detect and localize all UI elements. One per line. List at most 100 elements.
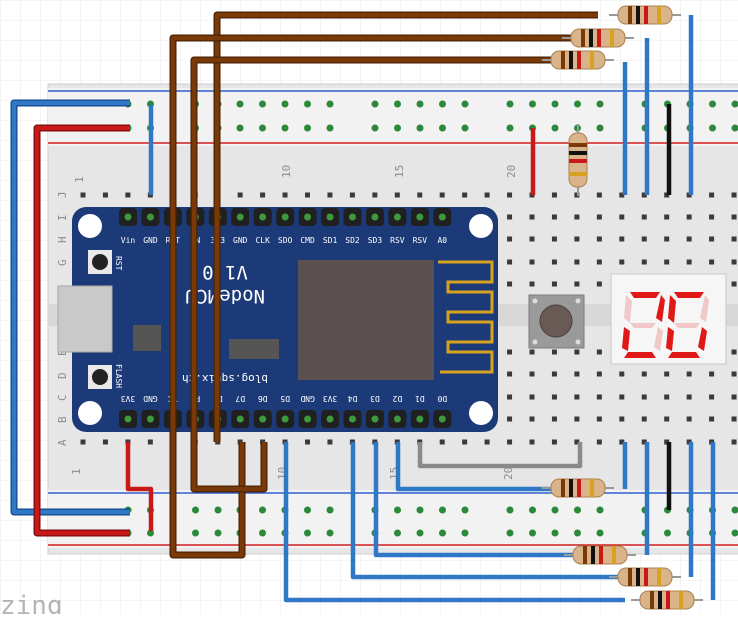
breadboard-hole	[664, 237, 669, 242]
usb-uart-chip	[229, 339, 279, 359]
pin-hole	[259, 214, 266, 221]
breadboard-hole	[597, 193, 602, 198]
breadboard-hole	[642, 372, 647, 377]
rail-hole	[304, 507, 311, 514]
pin-label: CMD	[300, 236, 315, 245]
pin-label: D5	[280, 394, 290, 403]
breadboard-hole	[507, 372, 512, 377]
breadboard-hole	[642, 260, 647, 265]
breadboard-hole	[372, 193, 377, 198]
rail-hole	[417, 101, 424, 108]
breadboard-hole	[283, 193, 288, 198]
push-button[interactable]	[529, 295, 584, 348]
breadboard-hole	[507, 417, 512, 422]
breadboard-hole	[260, 193, 265, 198]
pin-hole	[327, 214, 334, 221]
resistor	[564, 546, 636, 564]
pin-hole	[394, 416, 401, 423]
breadboard-hole	[597, 215, 602, 220]
mount-hole	[78, 401, 102, 425]
pin-label: SDO	[278, 236, 293, 245]
breadboard-hole	[530, 350, 535, 355]
rail-hole	[394, 530, 401, 537]
breadboard-hole	[687, 417, 692, 422]
rail-hole	[552, 530, 559, 537]
breadboard-hole	[507, 260, 512, 265]
seven-segment-display	[611, 274, 726, 364]
breadboard-hole	[709, 237, 714, 242]
rail-hole	[304, 101, 311, 108]
breadboard-hole	[327, 193, 332, 198]
rail-hole	[552, 125, 559, 132]
breadboard-hole	[552, 372, 557, 377]
rail-hole	[237, 125, 244, 132]
breadboard-hole	[125, 193, 130, 198]
rail-hole	[552, 101, 559, 108]
pin-hole	[394, 214, 401, 221]
mount-hole	[78, 214, 102, 238]
breadboard-hole	[485, 193, 490, 198]
pin-hole	[371, 416, 378, 423]
rail-hole	[192, 507, 199, 514]
rail-hole	[417, 530, 424, 537]
pin-hole	[349, 416, 356, 423]
rail-hole	[394, 101, 401, 108]
breadboard-hole	[327, 440, 332, 445]
rail-hole	[327, 125, 334, 132]
resistor	[542, 479, 614, 497]
flash-label: FLASH	[114, 364, 123, 388]
rail-hole	[327, 507, 334, 514]
breadboard-hole	[507, 350, 512, 355]
column-number: 15	[393, 165, 406, 178]
pin-hole	[282, 214, 289, 221]
pin-label: D2	[392, 394, 402, 403]
rail-hole	[529, 507, 536, 514]
breadboard-hole	[732, 417, 737, 422]
pin-label: CLK	[255, 236, 270, 245]
regulator-chip	[133, 325, 161, 351]
rail-hole	[597, 125, 604, 132]
rail-hole	[507, 530, 514, 537]
pin-hole	[259, 416, 266, 423]
breadboard-hole	[574, 395, 579, 400]
breadboard-hole	[732, 215, 737, 220]
rail-hole	[529, 101, 536, 108]
rst-label: RST	[114, 256, 123, 271]
breadboard-hole	[507, 215, 512, 220]
breadboard-hole	[574, 372, 579, 377]
push-button-cap[interactable]	[540, 305, 572, 337]
pin-hole	[371, 214, 378, 221]
breadboard-hole	[552, 417, 557, 422]
breadboard-hole	[619, 260, 624, 265]
rail-hole	[597, 530, 604, 537]
pin-label: SD2	[345, 236, 360, 245]
pin-label: SD3	[368, 236, 383, 245]
breadboard-hole	[530, 237, 535, 242]
rail-hole	[439, 101, 446, 108]
rail-hole	[552, 507, 559, 514]
pin-hole	[304, 416, 311, 423]
pin-label: D4	[348, 394, 358, 403]
breadboard-hole	[687, 395, 692, 400]
rst-button-cap	[92, 254, 108, 270]
breadboard-hole	[642, 237, 647, 242]
breadboard-hole	[664, 395, 669, 400]
breadboard-hole	[350, 193, 355, 198]
rail-hole	[462, 530, 469, 537]
breadboard-hole	[709, 260, 714, 265]
rail-hole	[574, 507, 581, 514]
row-letter: D	[56, 372, 69, 379]
column-number: 1	[73, 176, 86, 183]
rail-hole	[215, 507, 222, 514]
breadboard-hole	[148, 440, 153, 445]
breadboard-hole	[732, 237, 737, 242]
breadboard-hole	[530, 282, 535, 287]
pin-hole	[416, 214, 423, 221]
breadboard-hole	[81, 193, 86, 198]
rail-hole	[439, 507, 446, 514]
pin-label: GND	[143, 236, 158, 245]
breadboard-hole	[687, 215, 692, 220]
rail-hole	[462, 101, 469, 108]
row-letter: I	[56, 214, 69, 221]
